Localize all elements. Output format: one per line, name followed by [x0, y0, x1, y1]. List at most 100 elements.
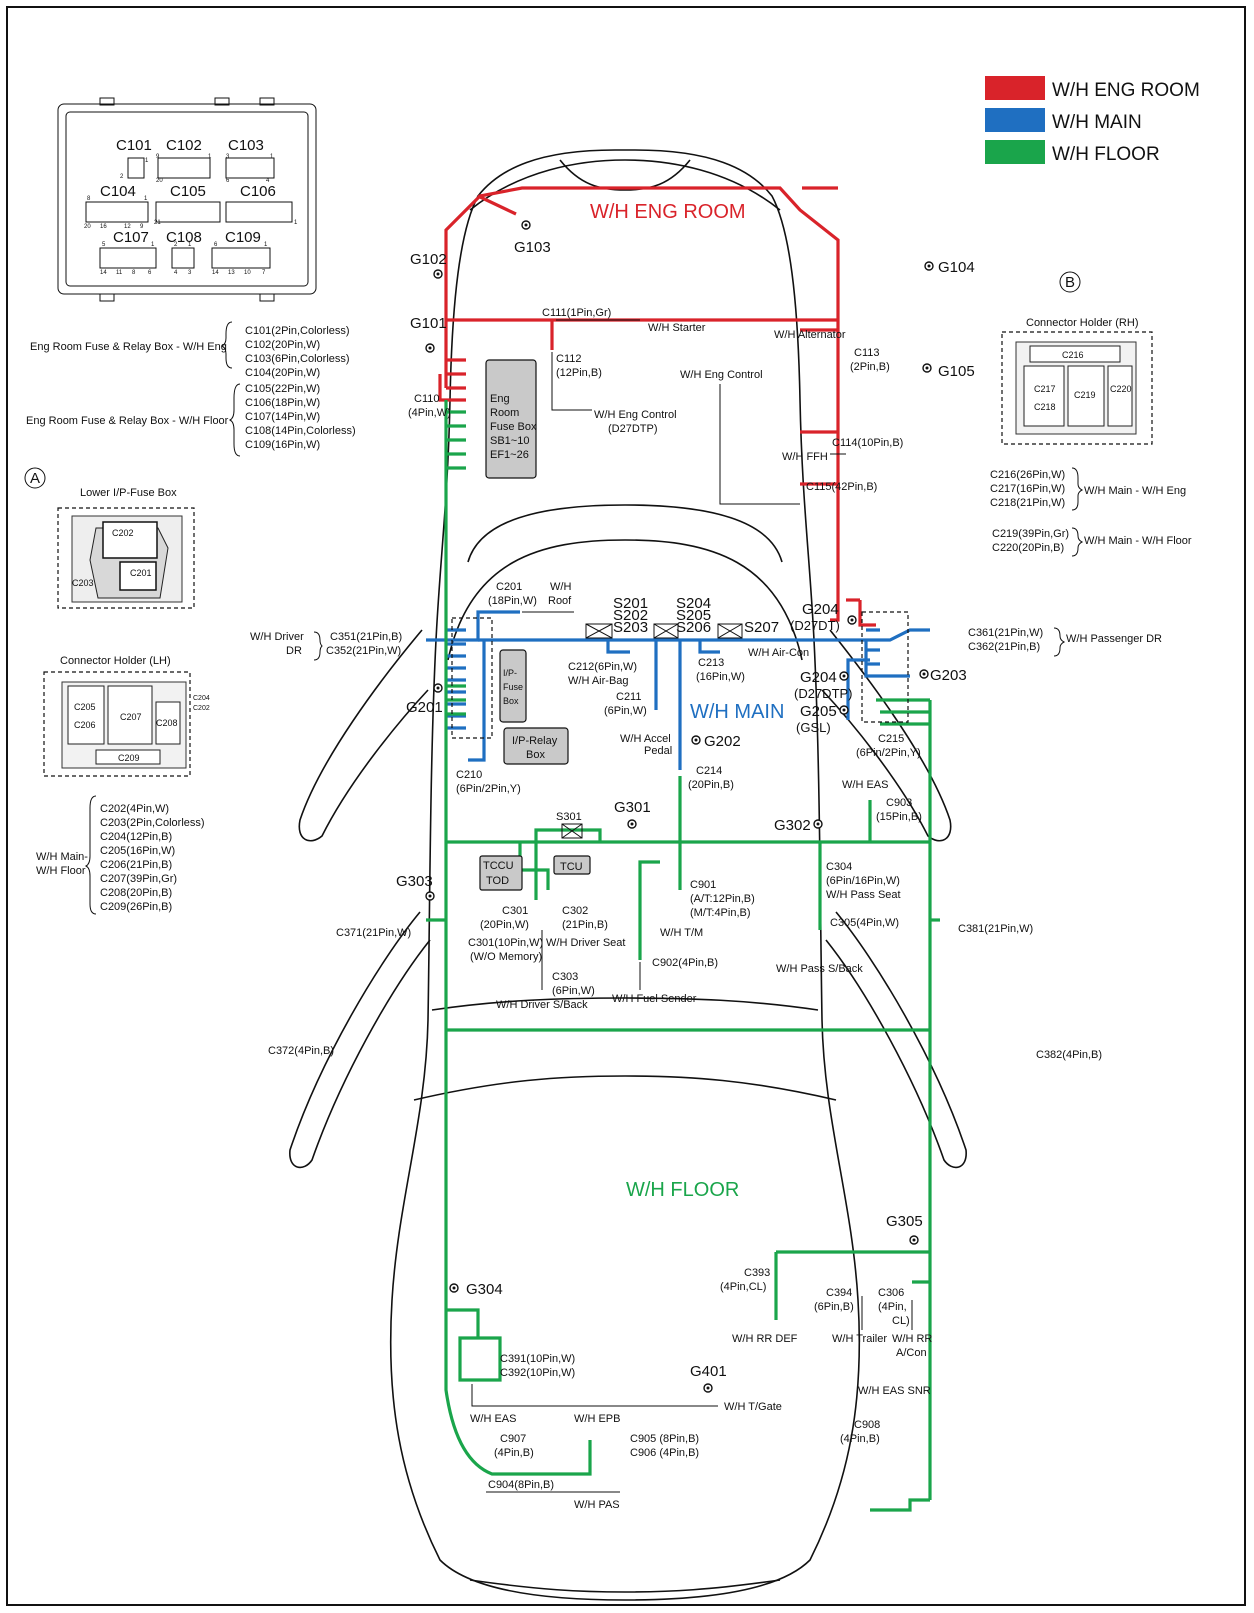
svg-text:C203(2Pin,Colorless): C203(2Pin,Colorless): [100, 817, 205, 829]
svg-text:(12Pin,B): (12Pin,B): [556, 367, 602, 379]
svg-text:C110: C110: [414, 393, 439, 405]
svg-text:5: 5: [102, 242, 106, 248]
holder-lh-title: Connector Holder (LH): [60, 655, 171, 667]
svg-text:C352(21Pin,W): C352(21Pin,W): [326, 645, 401, 657]
svg-text:20: 20: [156, 178, 163, 184]
svg-text:G302: G302: [774, 817, 811, 834]
svg-text:C114(10Pin,B): C114(10Pin,B): [832, 437, 903, 449]
svg-text:W/H: W/H: [550, 581, 571, 593]
svg-text:C304: C304: [826, 861, 852, 873]
svg-text:S202: S202: [613, 607, 648, 624]
svg-text:C107(14Pin,W): C107(14Pin,W): [245, 411, 320, 423]
fb-label-c106: C106: [240, 183, 276, 200]
svg-text:(GSL): (GSL): [796, 720, 831, 735]
svg-text:1: 1: [270, 154, 274, 160]
fuse-box-tab: [259, 97, 275, 106]
legend-label-main: W/H MAIN: [1052, 112, 1142, 133]
svg-text:6: 6: [148, 270, 152, 276]
svg-text:(M/T:4Pin,B): (M/T:4Pin,B): [690, 907, 751, 919]
svg-text:3: 3: [188, 270, 192, 276]
svg-text:8: 8: [132, 270, 136, 276]
svg-text:W/H Driver S/Back: W/H Driver S/Back: [496, 999, 588, 1011]
fb-pin-numbers: 1 2 9 1 20 3 1 6 4 8 1 20 16 12 9 5 1 14…: [84, 154, 298, 276]
fb-label-c103: C103: [228, 137, 264, 154]
svg-text:(6Pin/2Pin,Y): (6Pin/2Pin,Y): [456, 783, 521, 795]
svg-text:C904(8Pin,B): C904(8Pin,B): [488, 1479, 554, 1491]
svg-text:S207: S207: [744, 619, 779, 636]
svg-text:C104(20Pin,W): C104(20Pin,W): [245, 367, 320, 379]
svg-text:C907: C907: [500, 1433, 526, 1445]
svg-text:C216: C216: [1062, 350, 1084, 360]
svg-text:C108(14Pin,Colorless): C108(14Pin,Colorless): [245, 425, 356, 437]
svg-text:W/H EAS SNR: W/H EAS SNR: [858, 1385, 931, 1397]
svg-text:C103(6Pin,Colorless): C103(6Pin,Colorless): [245, 353, 350, 365]
svg-text:Box: Box: [503, 696, 519, 706]
svg-text:(18Pin,W): (18Pin,W): [488, 595, 537, 607]
svg-text:(15Pin,B): (15Pin,B): [876, 811, 922, 823]
svg-text:C101(2Pin,Colorless): C101(2Pin,Colorless): [245, 325, 350, 337]
svg-text:TOD: TOD: [486, 875, 509, 887]
svg-text:20: 20: [84, 224, 91, 230]
svg-text:(A/T:12Pin,B): (A/T:12Pin,B): [690, 893, 755, 905]
svg-text:G201: G201: [406, 699, 443, 716]
svg-text:11: 11: [116, 270, 123, 276]
fb-label-c109: C109: [225, 229, 261, 246]
svg-text:C218: C218: [1034, 402, 1056, 412]
svg-text:4: 4: [174, 270, 178, 276]
svg-text:W/H T/M: W/H T/M: [660, 927, 703, 939]
svg-text:C202: C202: [112, 528, 134, 538]
marker-a-label: A: [30, 470, 40, 487]
group-floor-name: Eng Room Fuse & Relay Box - W/H Floor: [26, 415, 229, 427]
svg-text:S206: S206: [676, 619, 711, 636]
svg-text:TCU: TCU: [560, 861, 583, 873]
svg-text:(21Pin,B): (21Pin,B): [562, 919, 608, 931]
svg-text:C305(4Pin,W): C305(4Pin,W): [830, 917, 899, 929]
fb-connector-c106: [225, 201, 293, 223]
svg-text:C216(26Pin,W): C216(26Pin,W): [990, 469, 1065, 481]
svg-text:C105(22Pin,W): C105(22Pin,W): [245, 383, 320, 395]
main-floor-group: W/H Main- W/H Floor C202(4Pin,W) C203(2P…: [36, 795, 205, 915]
fb-connector-c101: [127, 157, 145, 179]
svg-text:W/H RR DEF: W/H RR DEF: [732, 1333, 798, 1345]
svg-text:W/H Pass S/Back: W/H Pass S/Back: [776, 963, 863, 975]
svg-text:G301: G301: [614, 799, 651, 816]
svg-text:(4Pin,B): (4Pin,B): [840, 1433, 880, 1445]
svg-text:(6Pin,W): (6Pin,W): [604, 705, 647, 717]
svg-text:S201: S201: [613, 595, 648, 612]
svg-text:C351(21Pin,B): C351(21Pin,B): [330, 631, 402, 643]
svg-text:C204: C204: [193, 695, 210, 702]
fb-connector-c105: [155, 201, 221, 223]
svg-text:C201: C201: [130, 568, 152, 578]
svg-text:C303: C303: [552, 971, 578, 983]
svg-text:S203: S203: [613, 619, 648, 636]
svg-text:C215: C215: [878, 733, 904, 745]
svg-text:C214: C214: [696, 765, 722, 777]
svg-text:8: 8: [87, 196, 91, 202]
svg-text:G205: G205: [800, 703, 837, 720]
svg-text:W/H FFH: W/H FFH: [782, 451, 828, 463]
svg-text:C201: C201: [496, 581, 522, 593]
svg-text:C206(21Pin,B): C206(21Pin,B): [100, 859, 172, 871]
fb-label-c108: C108: [166, 229, 202, 246]
svg-text:S205: S205: [676, 607, 711, 624]
floor-labels: W/H EAS C903 (15Pin,B) C304 (6Pin/16Pin,…: [268, 779, 1102, 1511]
svg-text:C112: C112: [556, 353, 581, 365]
svg-text:TCCU: TCCU: [483, 860, 514, 872]
svg-text:C371(21Pin,W): C371(21Pin,W): [336, 927, 411, 939]
svg-text:C205(16Pin,W): C205(16Pin,W): [100, 845, 175, 857]
fuse-box-tab: [214, 97, 230, 106]
svg-text:W/H PAS: W/H PAS: [574, 1499, 620, 1511]
svg-text:G101: G101: [410, 315, 447, 332]
svg-text:(4Pin,W): (4Pin,W): [408, 407, 451, 419]
svg-text:C902(4Pin,B): C902(4Pin,B): [652, 957, 718, 969]
svg-text:G303: G303: [396, 873, 433, 890]
svg-text:C102(20Pin,W): C102(20Pin,W): [245, 339, 320, 351]
svg-text:1: 1: [151, 242, 155, 248]
svg-text:C394: C394: [826, 1287, 852, 1299]
marker-a-circle: [24, 467, 46, 489]
svg-text:G204: G204: [800, 669, 837, 686]
fb-label-c102: C102: [166, 137, 202, 154]
svg-text:C901: C901: [690, 879, 716, 891]
svg-text:C202(4Pin,W): C202(4Pin,W): [100, 803, 169, 815]
